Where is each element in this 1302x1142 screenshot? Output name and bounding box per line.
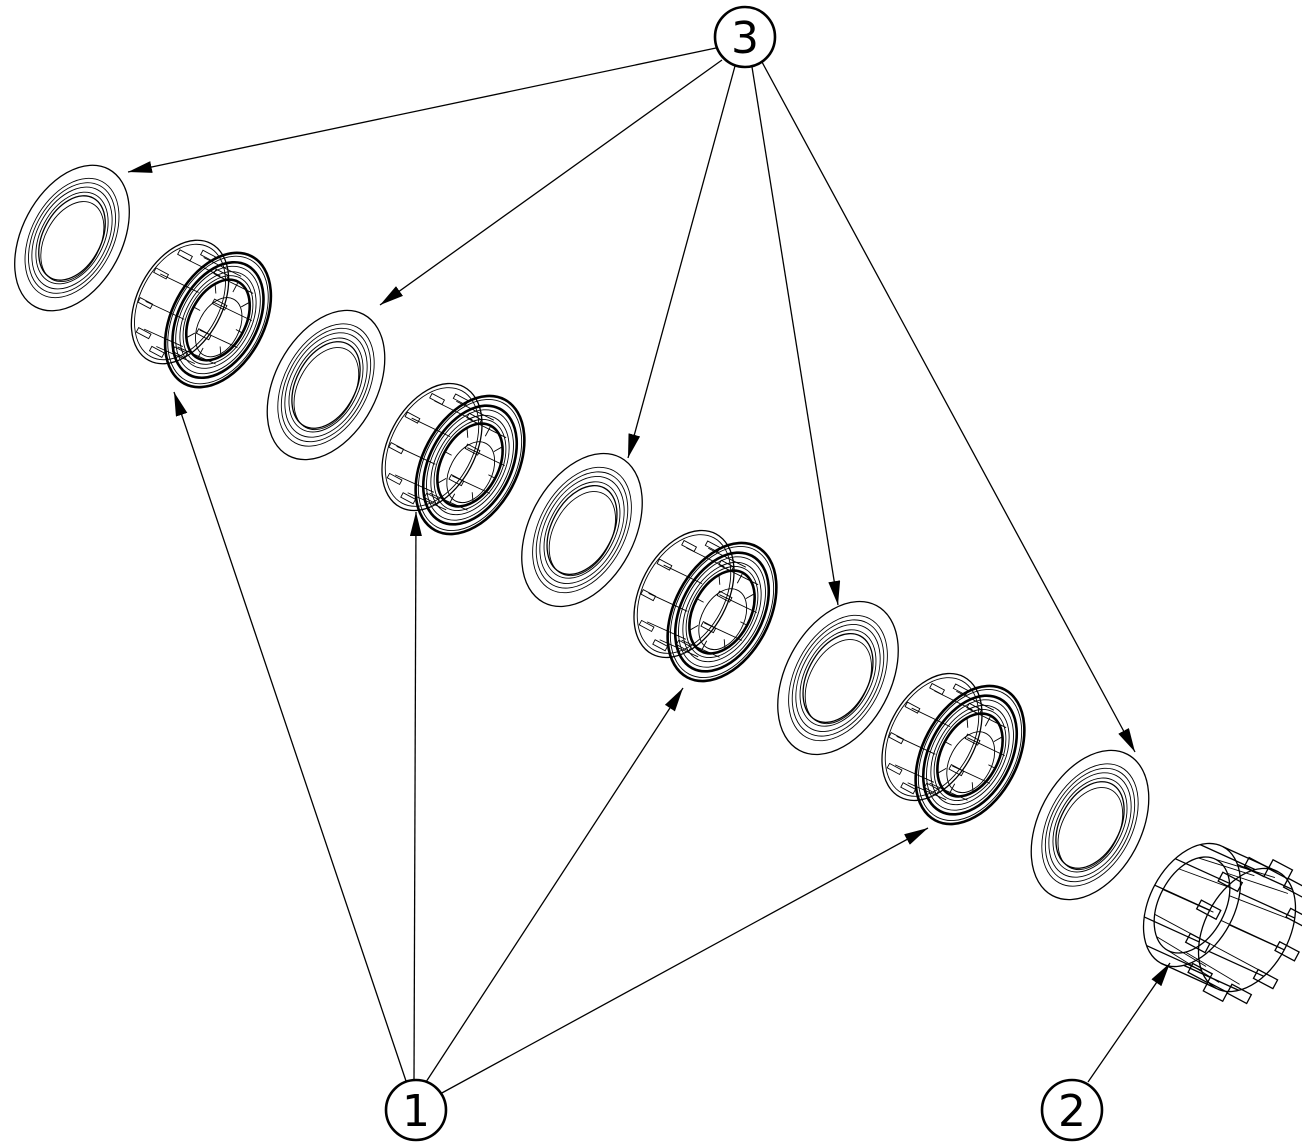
callout-balloon-3[interactable]: 3 (713, 5, 777, 69)
bearing-assembly-1[interactable] (111, 224, 292, 406)
cage-retainer[interactable] (1124, 827, 1302, 1008)
bearing-assembly-3[interactable] (614, 513, 799, 699)
leader-1-bearing-2 (409, 511, 422, 1081)
callout-label-1: 1 (402, 1086, 430, 1137)
callout-label-3: 3 (731, 13, 759, 64)
washer-5[interactable] (1007, 730, 1173, 919)
parts-layer (0, 146, 1302, 1008)
leader-3-washer-5 (761, 61, 1136, 753)
bearing-assembly-2[interactable] (362, 366, 547, 552)
callout-balloon-1[interactable]: 1 (384, 1078, 448, 1142)
leader-1-bearing-4 (439, 827, 929, 1095)
leader-3-washer-2 (379, 59, 723, 306)
washer-4[interactable] (753, 581, 923, 775)
leader-1-bearing-3 (425, 687, 684, 1083)
washer-2[interactable] (243, 290, 409, 479)
washer-3[interactable] (497, 433, 667, 627)
leader-3-washer-1 (127, 47, 717, 173)
washer-1[interactable] (0, 146, 153, 331)
leader-3-washer-4 (751, 66, 841, 606)
leader-2-cage (1087, 962, 1171, 1083)
callout-balloon-2[interactable]: 2 (1040, 1078, 1104, 1142)
callout-label-2: 2 (1058, 1086, 1086, 1137)
leader-1-bearing-1 (173, 391, 407, 1082)
leader-lines (127, 47, 1171, 1095)
bearing-assembly-4[interactable] (862, 656, 1047, 842)
leader-3-washer-3 (627, 65, 736, 459)
